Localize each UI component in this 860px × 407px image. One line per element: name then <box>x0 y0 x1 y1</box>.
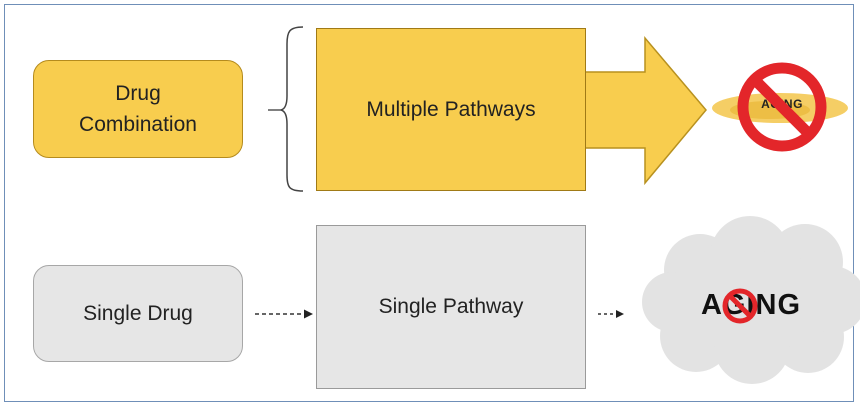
single-drug-box: Single Drug <box>33 265 243 362</box>
single-drug-label: Single Drug <box>83 301 193 325</box>
multiple-pathways-box: Multiple Pathways <box>316 28 586 191</box>
curly-brace <box>280 26 304 192</box>
dashed-arrowhead-1 <box>304 309 313 319</box>
single-pathway-box: Single Pathway <box>316 225 586 389</box>
drug-combination-box: Drug Combination <box>33 60 243 158</box>
dashed-arrowhead-2 <box>616 310 624 318</box>
single-pathway-label: Single Pathway <box>378 295 524 319</box>
multiple-pathways-label: Multiple Pathways <box>366 97 536 121</box>
drug-combination-label: Drug Combination <box>79 81 197 137</box>
diagram-frame <box>4 4 854 402</box>
